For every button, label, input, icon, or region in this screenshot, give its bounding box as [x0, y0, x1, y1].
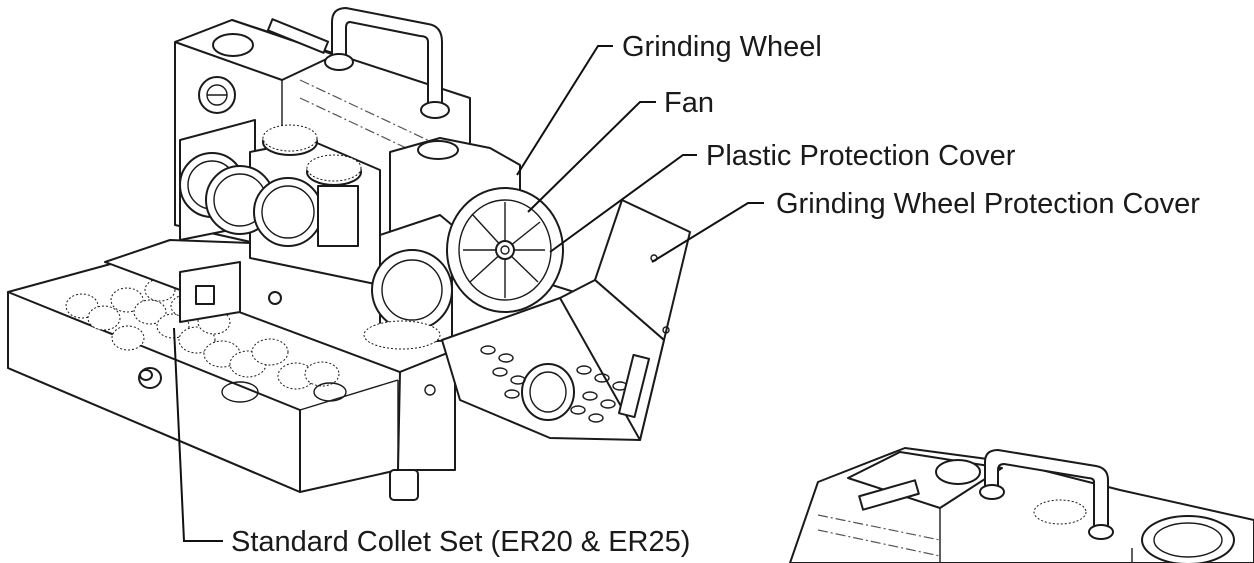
leader-lines	[173, 45, 764, 542]
wheel-protection-cover	[441, 199, 691, 441]
label-standard-collet-set: Standard Collet Set (ER20 & ER25)	[231, 526, 690, 558]
label-plastic-protection-cover: Plastic Protection Cover	[706, 140, 1016, 172]
cover-holes	[480, 345, 628, 423]
label-fan: Fan	[664, 87, 714, 119]
label-grinding-wheel: Grinding Wheel	[622, 31, 822, 63]
carry-handle	[324, 7, 450, 119]
label-grinding-wheel-protection-cover: Grinding Wheel Protection Cover	[776, 188, 1200, 220]
power-switch	[179, 261, 282, 323]
grinder-top-view-drawing	[789, 447, 1254, 563]
fan-assembly	[446, 187, 564, 313]
callout-labels: Grinding Wheel Fan Plastic Protection Co…	[231, 31, 1200, 558]
sharpening-fixtures	[179, 119, 381, 286]
grinder-machine-drawing	[7, 7, 691, 501]
grinding-head	[363, 137, 521, 350]
